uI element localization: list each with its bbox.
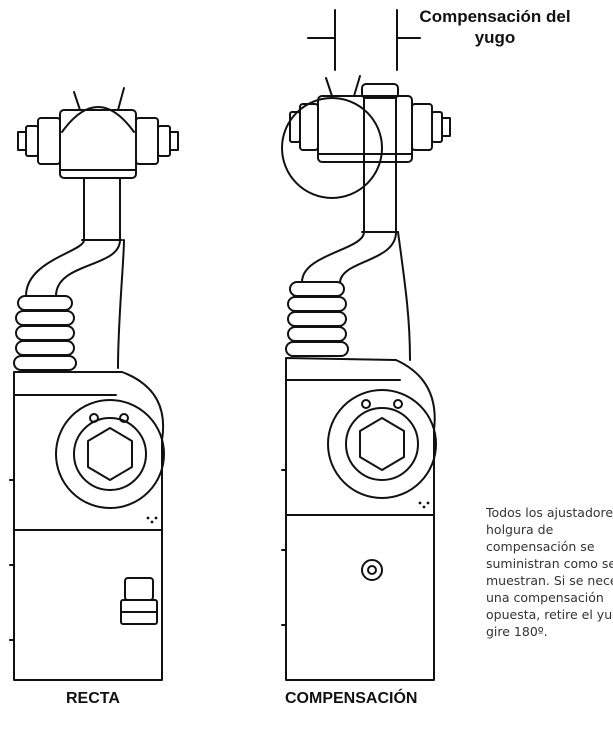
- note-line: suministran como se: [486, 556, 613, 571]
- callout-line-2: yugo: [474, 28, 516, 47]
- straight-adjuster: [9, 87, 179, 681]
- callout-line-1: Compensación del: [419, 7, 571, 26]
- note-line: una compensación: [486, 590, 604, 605]
- note-line: gire 180º.: [486, 624, 548, 639]
- caption-offset: COMPENSACIÓN: [285, 690, 418, 707]
- caption-straight: RECTA: [66, 690, 120, 707]
- note-line: Todos los ajustadores de: [486, 505, 613, 520]
- note-line: muestran. Si se necesita: [486, 573, 613, 588]
- detail-dots: [146, 501, 430, 524]
- yoke-offset-callout: Compensación del yugo: [395, 6, 595, 48]
- note-line: compensación se: [486, 539, 595, 554]
- note-line: holgura de: [486, 522, 554, 537]
- note-line: opuesta, retire el yugo y: [486, 607, 613, 622]
- offset-adjuster: [281, 75, 451, 681]
- offset-dimension-lines: [307, 9, 421, 71]
- adjuster-note: Todos los ajustadores de holgura de comp…: [486, 504, 613, 640]
